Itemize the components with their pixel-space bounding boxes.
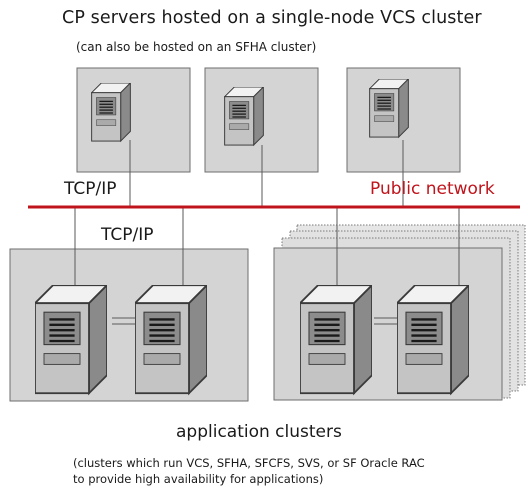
cp-server-icon-3 — [369, 79, 409, 138]
tcpip-label-upper: TCP/IP — [64, 179, 117, 199]
cp-server-icon-1 — [91, 83, 131, 142]
tcpip-label-lower: TCP/IP — [101, 225, 154, 245]
app-server-icon-4 — [397, 285, 469, 395]
app-server-icon-1 — [35, 285, 107, 395]
diagram-subtitle: (can also be hosted on an SFHA cluster) — [76, 40, 317, 54]
public-network-label: Public network — [370, 179, 495, 199]
app-server-icon-3 — [300, 285, 372, 395]
application-clusters-label: application clusters — [176, 422, 342, 442]
application-clusters-note-line1: (clusters which run VCS, SFHA, SFCFS, SV… — [73, 456, 425, 470]
app-server-icon-2 — [135, 285, 207, 395]
diagram-title: CP servers hosted on a single-node VCS c… — [62, 8, 482, 28]
cp-server-icon-2 — [224, 87, 264, 146]
application-clusters-note-line2: to provide high availability for applica… — [73, 472, 324, 486]
